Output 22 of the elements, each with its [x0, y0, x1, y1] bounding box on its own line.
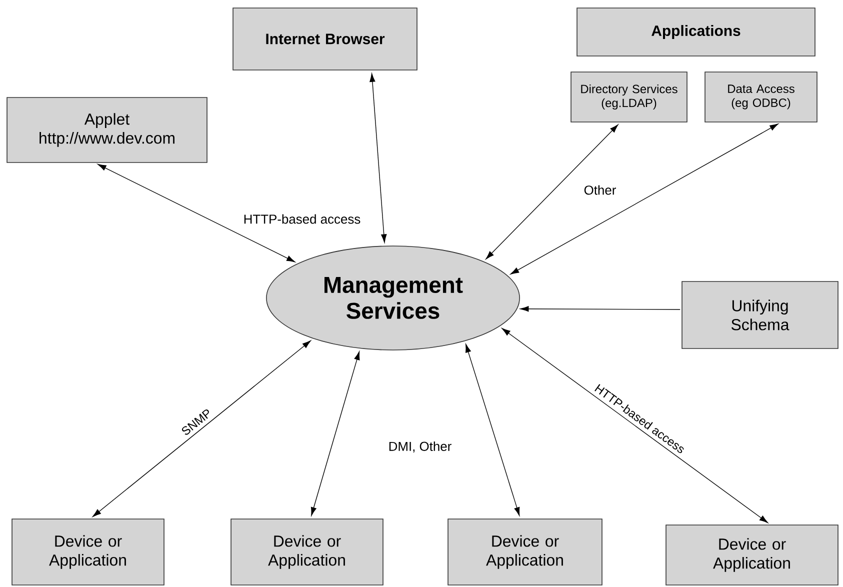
process-box: Directory Services (eg.LDAP) — [570, 72, 688, 122]
process-box: Applications — [576, 8, 816, 56]
arrow — [502, 328, 768, 523]
arrow — [98, 164, 296, 262]
arrow — [310, 351, 360, 516]
process-box: Device or Application — [448, 518, 602, 586]
process-box: Applet http://www.dev.com — [6, 97, 208, 163]
arrow — [92, 340, 311, 517]
process-box: Device or Application — [12, 518, 164, 586]
arrow — [466, 344, 520, 516]
note-label: DMI, Other — [387, 440, 453, 454]
arrow — [510, 124, 778, 274]
process-box: Internet Browser — [232, 8, 418, 70]
note-label: Other — [582, 184, 618, 196]
arrow — [370, 73, 387, 243]
arrow — [486, 124, 618, 260]
note-label: HTTP-based access — [242, 213, 362, 225]
process-box: Data Access (eg ODBC) — [704, 72, 818, 122]
arrow — [520, 306, 680, 312]
process-box: Device or Application — [230, 518, 384, 586]
process-box: Unifying Schema — [682, 281, 838, 349]
process-box: Device or Application — [666, 524, 838, 586]
